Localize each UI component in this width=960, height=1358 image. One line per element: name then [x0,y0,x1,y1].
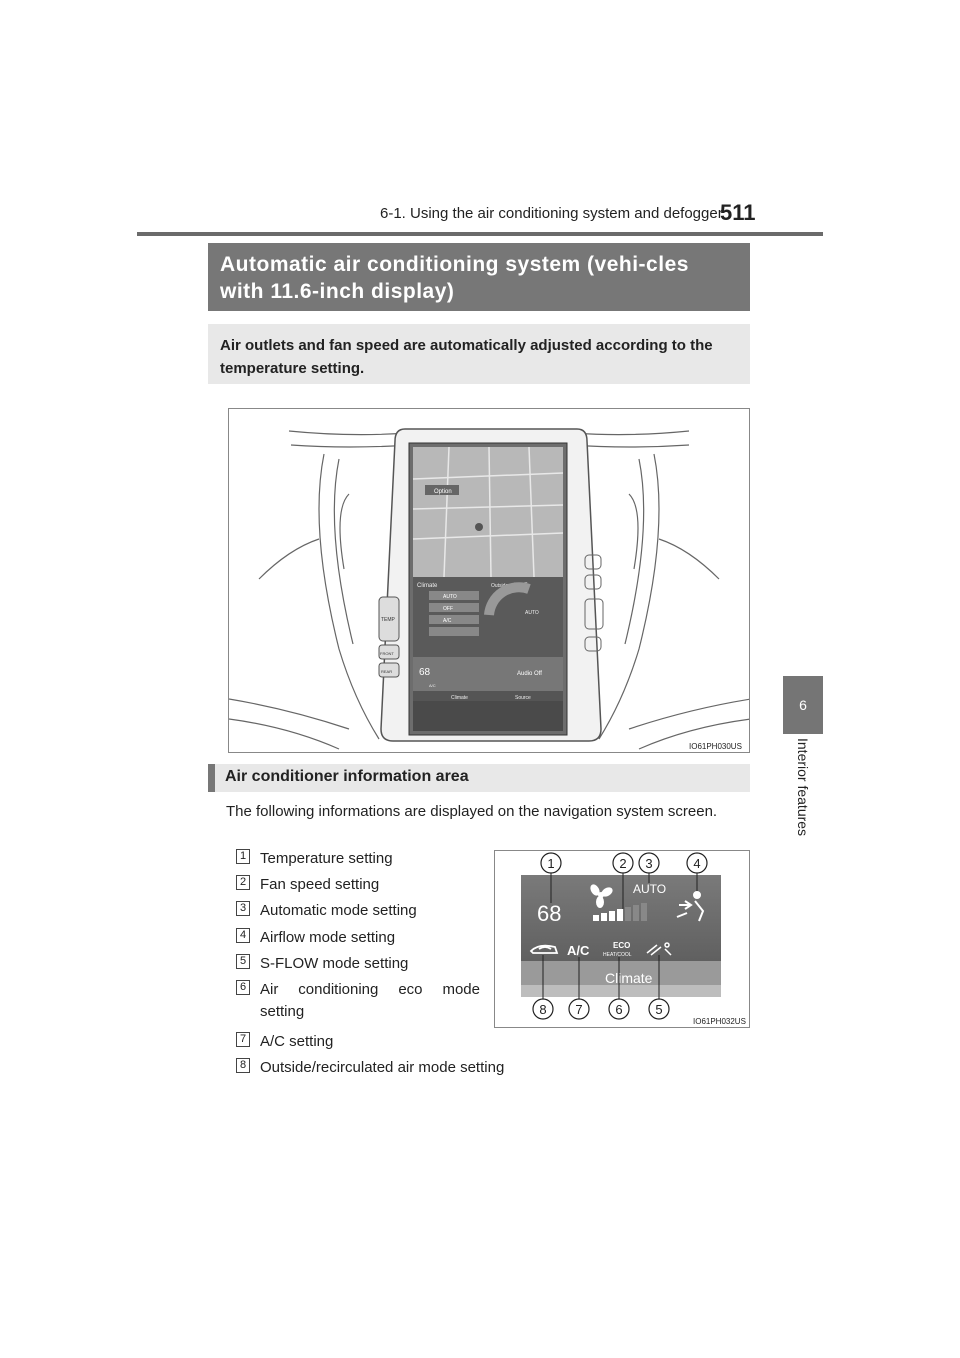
header-rule [137,232,823,236]
item-label: Fan speed setting [260,876,380,893]
callout-1: 1 [547,856,554,871]
temp-display: 68 [537,901,561,926]
item-label: Air conditioning eco mode setting [260,981,480,1020]
page-title-text: Automatic air conditioning system (vehi-… [220,253,689,303]
item-label: A/C setting [260,1033,334,1050]
section-heading: Air conditioner information area [208,764,750,792]
s-flow-icon [646,942,672,956]
item-label: Airflow mode setting [260,929,396,946]
map-option-label: Option [434,489,452,495]
screen-temp: 68 [419,667,431,678]
page-number: 511 [720,200,756,225]
intro-text: Air outlets and fan speed are automatica… [220,337,713,377]
callout-3: 3 [645,856,652,871]
callout-2: 2 [619,856,626,871]
item-number: 2 [236,875,250,890]
callout-8: 8 [539,1002,546,1017]
dashboard-illustration: Option Climate Outside 68 °F AUTO OFF A/… [229,428,749,750]
callout-4: 4 [693,856,700,871]
screen-ac-button: A/C [443,618,452,624]
front-defog-label: FRONT [380,651,394,656]
item-number: 7 [236,1032,250,1047]
item-number: 8 [236,1058,250,1073]
screen-ac-small: A/C [429,683,436,688]
outside-label: Outside [491,583,508,589]
callout-6: 6 [615,1002,622,1017]
airflow-mode-icon [676,891,705,922]
temp-knob-label: TEMP [381,617,396,623]
chapter-tab: 6 [783,676,823,734]
item-label: Outside/recirculated air mode setting [260,1059,505,1076]
screen-auto-button: AUTO [443,594,457,600]
page-title: Automatic air conditioning system (vehi-… [208,243,750,311]
item-label: Temperature setting [260,850,393,867]
intro-box: Air outlets and fan speed are automatica… [208,324,750,384]
info-area-figure: 68 AUTO A/C [494,850,750,1028]
item-label: Automatic mode setting [260,902,417,919]
item-number: 3 [236,901,250,916]
item-number: 5 [236,954,250,969]
eco-sub-label: HEAT/COOL [603,952,632,958]
climate-tab-label: Climate [605,970,653,986]
item-number: 6 [236,980,250,995]
info-area-illustration: 68 AUTO A/C [521,852,721,1020]
screen-auto-label: AUTO [525,610,539,616]
figure2-code: IO61PH032US [693,1017,746,1026]
rear-defog-label: REAR [381,669,392,674]
body-text: The following informations are displayed… [226,803,718,820]
callout-5: 5 [655,1002,662,1017]
screen-tab-climate: Climate [451,695,468,701]
figure1-code: IO61PH030US [689,742,742,751]
screen-tab-source: Source [515,695,531,701]
auto-indicator: AUTO [633,882,666,896]
chapter-label: Interior features [795,738,811,837]
recirculation-icon [529,944,559,954]
callout-7: 7 [575,1002,582,1017]
fan-speed-bars [593,903,647,921]
fan-icon [590,884,613,908]
eco-label: ECO [613,941,630,950]
item-number: 1 [236,849,250,864]
climate-panel-title: Climate [417,583,438,589]
dashboard-figure: Option Climate Outside 68 °F AUTO OFF A/… [228,408,750,753]
ac-indicator: A/C [567,943,590,958]
section-header: 6-1. Using the air conditioning system a… [380,205,723,222]
item-number: 4 [236,928,250,943]
screen-off-button: OFF [443,606,453,612]
audio-off-label: Audio Off [517,671,542,677]
item-label: S-FLOW mode setting [260,955,409,972]
